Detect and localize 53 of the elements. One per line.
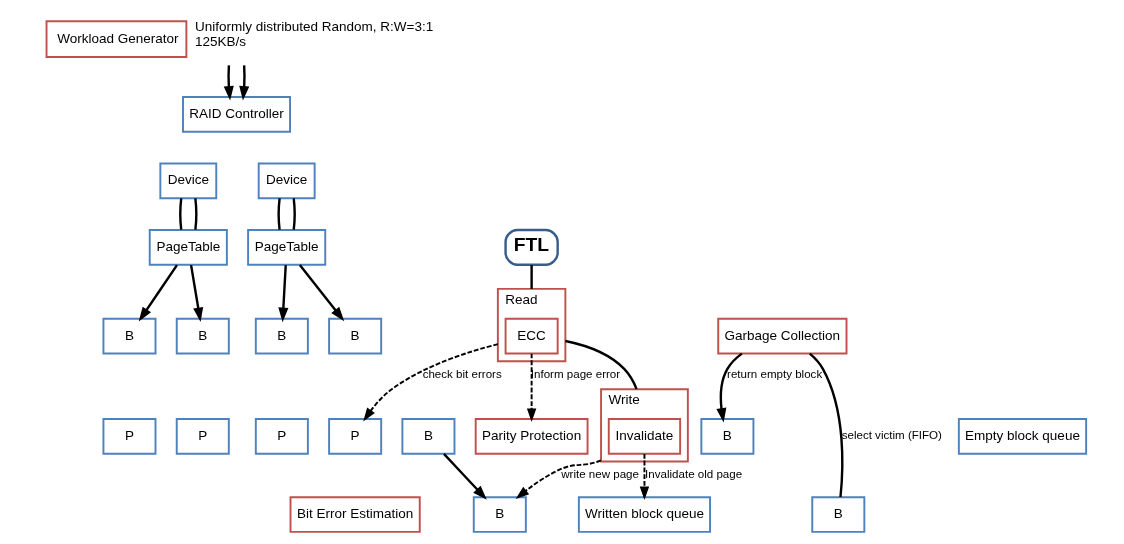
arrow	[239, 65, 250, 101]
arrow	[189, 264, 204, 323]
node-box: PageTable	[148, 229, 228, 266]
node-label: 125KB/s	[195, 33, 247, 49]
node-box: FTL	[504, 228, 559, 266]
node-box: P	[254, 418, 309, 455]
arrow	[526, 352, 537, 422]
node-box: Invalidate	[607, 418, 682, 455]
node-box: Workload Generator	[45, 20, 188, 58]
node-box: PageTable	[247, 229, 327, 266]
edge-label: Invalidate old page	[645, 468, 743, 481]
connector	[565, 339, 638, 390]
node-box: ECC	[504, 317, 559, 355]
connector	[292, 198, 296, 230]
arrow	[298, 264, 345, 322]
node-box: RAID Controller	[182, 96, 291, 133]
arrow	[443, 453, 487, 500]
arrow	[716, 352, 743, 423]
node-box: Device	[257, 162, 316, 200]
node-box: P	[328, 418, 383, 455]
arrow	[639, 452, 650, 500]
edge-label: check bit errors	[422, 368, 502, 381]
edge-label: select victim (FIFO)	[841, 429, 942, 442]
arrow	[278, 265, 289, 323]
edge-label: write new page	[561, 468, 639, 481]
node-box: P	[102, 418, 157, 455]
node-box: B	[700, 418, 755, 455]
node-box: B	[811, 496, 866, 533]
node-box: Device	[159, 162, 218, 200]
node-box: Written block queue	[577, 496, 711, 533]
connector	[530, 265, 533, 289]
node-label: Uniformly distributed Random, R:W=3:1	[195, 19, 434, 35]
node-box: B	[175, 317, 230, 355]
arrow	[363, 343, 499, 422]
connector	[809, 352, 844, 498]
node-box: Bit Error Estimation	[289, 496, 421, 533]
connector	[194, 198, 198, 230]
node-box: B	[102, 317, 157, 355]
connector	[277, 198, 281, 230]
node-box: P	[175, 418, 230, 455]
arrow	[138, 264, 178, 322]
node-box: Parity Protection	[474, 418, 589, 455]
arrow	[515, 459, 603, 499]
connector	[179, 198, 183, 230]
edge-label: return empty block	[727, 368, 823, 381]
edge-label: Inform page error	[530, 368, 621, 381]
arrow	[223, 65, 234, 101]
node-box: B	[401, 418, 456, 455]
node-box: Empty block queue	[957, 418, 1088, 455]
node-box: B	[254, 317, 309, 355]
node-box: Garbage Collection	[717, 317, 848, 355]
node-box: B	[328, 317, 383, 355]
node-box: B	[472, 496, 527, 533]
